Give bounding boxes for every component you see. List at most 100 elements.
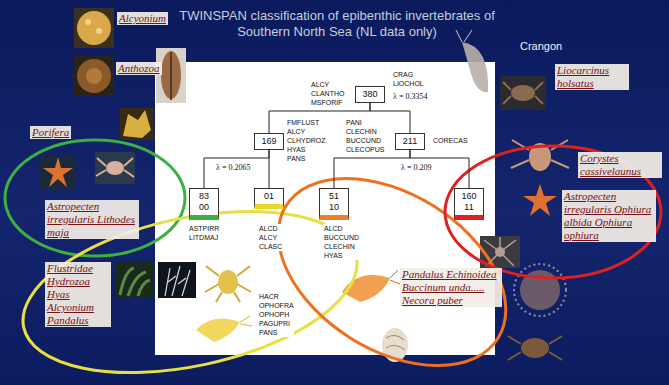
crab-photo [95, 152, 135, 184]
liocarcinus-photo [511, 85, 535, 101]
sea-pen-photo [156, 48, 186, 103]
species-name: Crangon [520, 40, 562, 53]
porifera-photo [120, 108, 154, 140]
species-name: Porifera [30, 126, 71, 139]
anthozoa-photo [86, 68, 102, 84]
cluster-box: 380 [355, 86, 385, 103]
sample-count: 51 [324, 191, 344, 202]
indicator-species: PANI CLECHIN BUCCUND CLECOPUS [345, 118, 386, 154]
species-list: ALCD ALCY CLASC [258, 224, 283, 251]
cluster-code: 11 [459, 202, 479, 213]
cluster-leaf-box: 8300 [189, 188, 219, 220]
species-list: HACR OPHOFRA OPHOPH PAGUPRI PANS [258, 292, 294, 337]
cluster-code: 00 [194, 202, 214, 213]
eigenvalue: λ = 0.3354 [392, 92, 428, 102]
eigenvalue: λ = 0.209 [400, 163, 432, 173]
alcyonium-photo [96, 28, 102, 34]
spider-crab-photo [218, 270, 238, 294]
group-ellipse [445, 146, 661, 278]
species-name: Alcyonium [117, 12, 168, 25]
starfish-photo [523, 184, 557, 216]
cluster-box: 211 [395, 133, 425, 150]
alcyonium-photo [77, 11, 111, 45]
species-name: Flustridae Hydrozoa Hyas Alcyonium Panda… [45, 262, 111, 327]
porifera-photo [120, 108, 154, 140]
sea-urchin-photo [514, 264, 566, 316]
starfish-photo [40, 155, 76, 189]
bryozoa-photo [115, 262, 153, 298]
crab-photo [96, 158, 134, 177]
whelk-photo [386, 335, 405, 350]
crab-photo [106, 161, 124, 175]
starfish-photo [43, 157, 73, 187]
crab-photo [95, 152, 135, 184]
anthozoa-photo [74, 56, 114, 96]
cluster-leaf-box: 01 [254, 188, 284, 209]
crangon-photo [456, 30, 472, 42]
group-ellipse [5, 140, 185, 256]
sample-count: 160 [459, 191, 479, 202]
species-list: ALCD BUCCUND CLECHIN HYAS [323, 224, 360, 260]
sea-urchin-photo [514, 264, 566, 316]
porifera-photo [123, 110, 151, 138]
hydrozoa-photo [158, 262, 196, 298]
species-name: Pandalus Echinoidea Buccinum unda..... N… [400, 268, 502, 307]
sample-count: 380 [360, 89, 380, 100]
group-ellipse [8, 184, 371, 385]
tree-branch [269, 150, 270, 188]
crangon-photo [456, 30, 488, 92]
necora-photo [508, 336, 562, 360]
liocarcinus-photo [500, 76, 546, 110]
crangon-photo [462, 42, 488, 92]
necora-photo [508, 336, 562, 360]
yellow-shrimp-photo [240, 316, 252, 326]
anthozoa-photo [77, 59, 111, 93]
sample-count: 211 [400, 136, 420, 147]
tree-branch [204, 150, 269, 188]
slide-title: TWINSPAN classification of epibenthic in… [172, 8, 502, 40]
sample-count: 83 [194, 191, 214, 202]
cluster-leaf-box: 5110 [319, 188, 349, 220]
cluster-box: 169 [254, 133, 284, 150]
starfish-photo [40, 155, 76, 189]
indicator-species: CRAG LIOCHOL [392, 70, 425, 88]
cluster-leaf-box: 16011 [454, 188, 484, 220]
species-name: Astropecten irregularis Lithodes maja [45, 200, 139, 239]
bryozoa-photo [120, 268, 150, 296]
indicator-species: FMFLUST ALCY CLHYDROZ HYAS PANS [286, 118, 327, 163]
species-name: Astropecten irregularis Ophiura albida O… [562, 190, 656, 242]
species-list: ASTPIRR LITDMAJ [188, 224, 220, 242]
species-name: Liocarcinus holsatus [555, 64, 629, 90]
group-ellipse [245, 140, 540, 385]
alcyonium-photo [74, 8, 114, 48]
orange-shrimp-photo [390, 270, 400, 284]
alcyonium-photo [74, 8, 114, 48]
starfish-photo [523, 184, 557, 216]
spider-crab-photo [205, 266, 251, 302]
bryozoa-photo [115, 262, 153, 298]
sample-count: 01 [259, 191, 279, 202]
sea-pen-photo [156, 48, 186, 103]
corystes-photo [511, 140, 569, 168]
eigenvalue: λ = 0.2065 [215, 163, 251, 173]
yellow-shrimp-photo [196, 316, 252, 342]
cluster-code: 10 [324, 202, 344, 213]
sea-pen-photo [170, 52, 172, 100]
species-name: Corystes cassivelaunus [578, 152, 662, 178]
liocarcinus-photo [500, 76, 546, 110]
indicator-species: ALCY CLANTHO MSFORIF [310, 80, 345, 107]
species-name: Anthozoa [116, 62, 162, 75]
necora-photo [521, 338, 549, 358]
sea-pen-photo [161, 51, 181, 99]
sample-count: 169 [259, 136, 279, 147]
yellow-shrimp-photo [196, 318, 240, 342]
spider-crab-photo [205, 266, 251, 302]
liocarcinus-photo [503, 82, 543, 104]
hydrozoa-photo [165, 266, 190, 296]
hydrozoa-photo [158, 262, 196, 298]
anthozoa-photo [74, 56, 114, 96]
indicator-species: CORECAS [432, 136, 469, 145]
alcyonium-photo [85, 19, 91, 25]
tree-branch [334, 150, 410, 188]
